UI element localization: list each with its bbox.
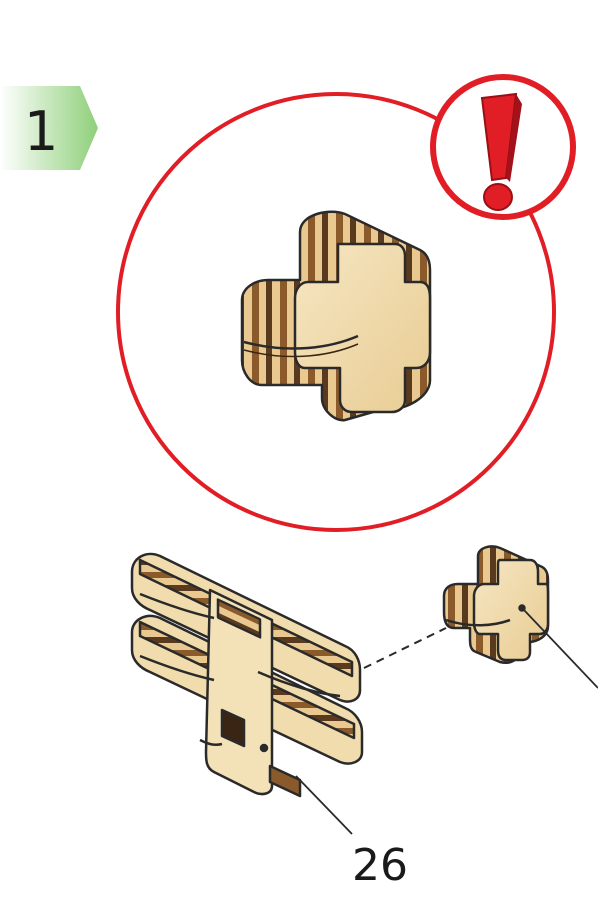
callout-piece	[242, 212, 430, 420]
part-number-label: 26	[352, 840, 408, 891]
step-badge: 1	[0, 86, 98, 170]
assembly-guide-line	[364, 628, 446, 668]
step-number: 1	[24, 100, 58, 163]
leader-line-small-piece	[524, 610, 598, 688]
assembly-piece-26	[132, 554, 362, 796]
leader-line-26	[296, 776, 352, 834]
small-cross-piece	[444, 546, 548, 662]
warning-badge	[433, 77, 573, 217]
